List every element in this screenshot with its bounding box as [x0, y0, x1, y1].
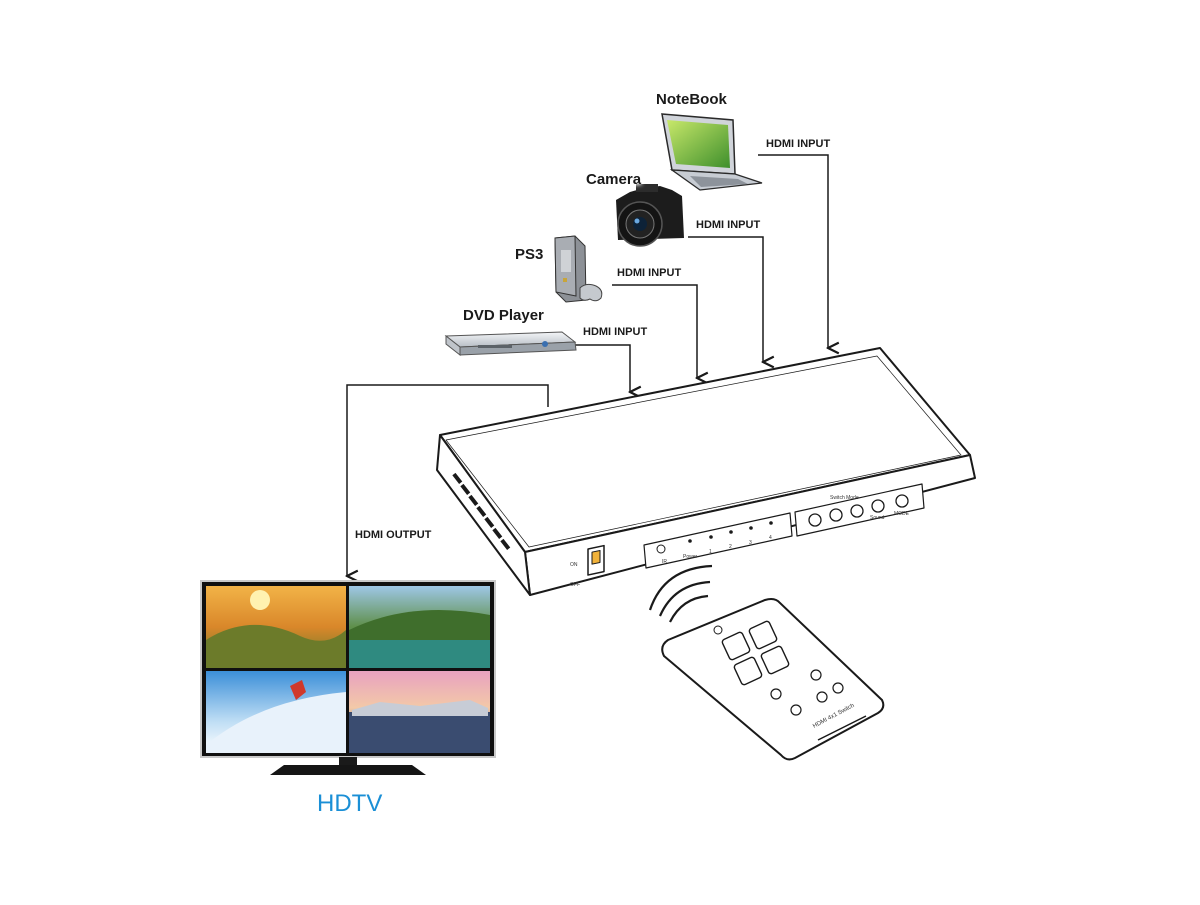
notebook-label: NoteBook: [656, 91, 727, 108]
hdmi-cables: [347, 154, 828, 576]
ir-label: IR: [662, 559, 667, 565]
wireless-signal-icon: [648, 564, 713, 623]
hdtv-icon: [200, 580, 496, 775]
remote-button-4[interactable]: [760, 645, 790, 675]
remote-mode-button[interactable]: [810, 669, 822, 681]
output-cable: [347, 384, 549, 576]
remote-body: [661, 598, 885, 761]
hdmi-switcher: ON OFF IR Power 1 2 3 4 Switch Mode Soun…: [436, 347, 976, 596]
switch-off-label: OFF: [570, 582, 580, 588]
remote-button-3[interactable]: [733, 656, 763, 686]
tv-screen-quadrants: [206, 586, 490, 753]
remote-input-buttons: [721, 620, 790, 686]
switch-mode-label: Switch Mode: [830, 495, 859, 501]
camera-icon: [616, 184, 684, 247]
mode-button[interactable]: [895, 494, 909, 508]
dvd-player-label: DVD Player: [463, 307, 544, 324]
ps3-hdmi-input-label: HDMI INPUT: [617, 267, 682, 279]
camera-label: Camera: [586, 171, 642, 188]
vent-slots: [452, 472, 511, 550]
front-buttons: [808, 494, 909, 527]
input-3-button[interactable]: [850, 504, 864, 518]
mode-label: MODE: [894, 511, 910, 517]
remote-mode-buttons: [770, 669, 844, 716]
remote-button-1[interactable]: [721, 631, 751, 661]
remote-button-2[interactable]: [748, 620, 778, 650]
led-1-label: 1: [709, 549, 712, 555]
dvd-hdmi-input-label: HDMI INPUT: [583, 326, 648, 338]
remote-power-button[interactable]: [713, 625, 723, 635]
dvd-player-icon: [444, 331, 577, 357]
ps3-label: PS3: [515, 246, 544, 263]
led-4-label: 4: [769, 535, 772, 541]
ps3-icon: [554, 235, 603, 303]
notebook-cable: [758, 154, 828, 348]
camera-cable: [688, 236, 763, 362]
power-led-label: Power: [683, 554, 698, 560]
led-2-label: 2: [729, 544, 732, 550]
hdmi-output-label: HDMI OUTPUT: [355, 529, 432, 541]
input-4-button[interactable]: [871, 499, 885, 513]
input-2-button[interactable]: [829, 508, 843, 522]
remote-control: HDMI 4x1 Switch: [648, 564, 885, 761]
hdtv-label: HDTV: [317, 790, 383, 817]
led-panel: [643, 512, 793, 569]
notebook-icon: [661, 113, 763, 191]
ir-sensor: [656, 544, 666, 554]
switch-on-label: ON: [570, 562, 578, 568]
dvd-cable: [560, 344, 630, 392]
notebook-hdmi-input-label: HDMI INPUT: [766, 138, 831, 150]
ps3-cable: [612, 284, 697, 378]
camera-hdmi-input-label: HDMI INPUT: [696, 219, 761, 231]
led-3-label: 3: [749, 540, 752, 546]
sound-label: Sound: [870, 515, 885, 521]
remote-sound-button[interactable]: [770, 688, 782, 700]
input-1-button[interactable]: [808, 513, 822, 527]
status-leds: [688, 521, 773, 543]
tv-stand: [270, 765, 426, 775]
